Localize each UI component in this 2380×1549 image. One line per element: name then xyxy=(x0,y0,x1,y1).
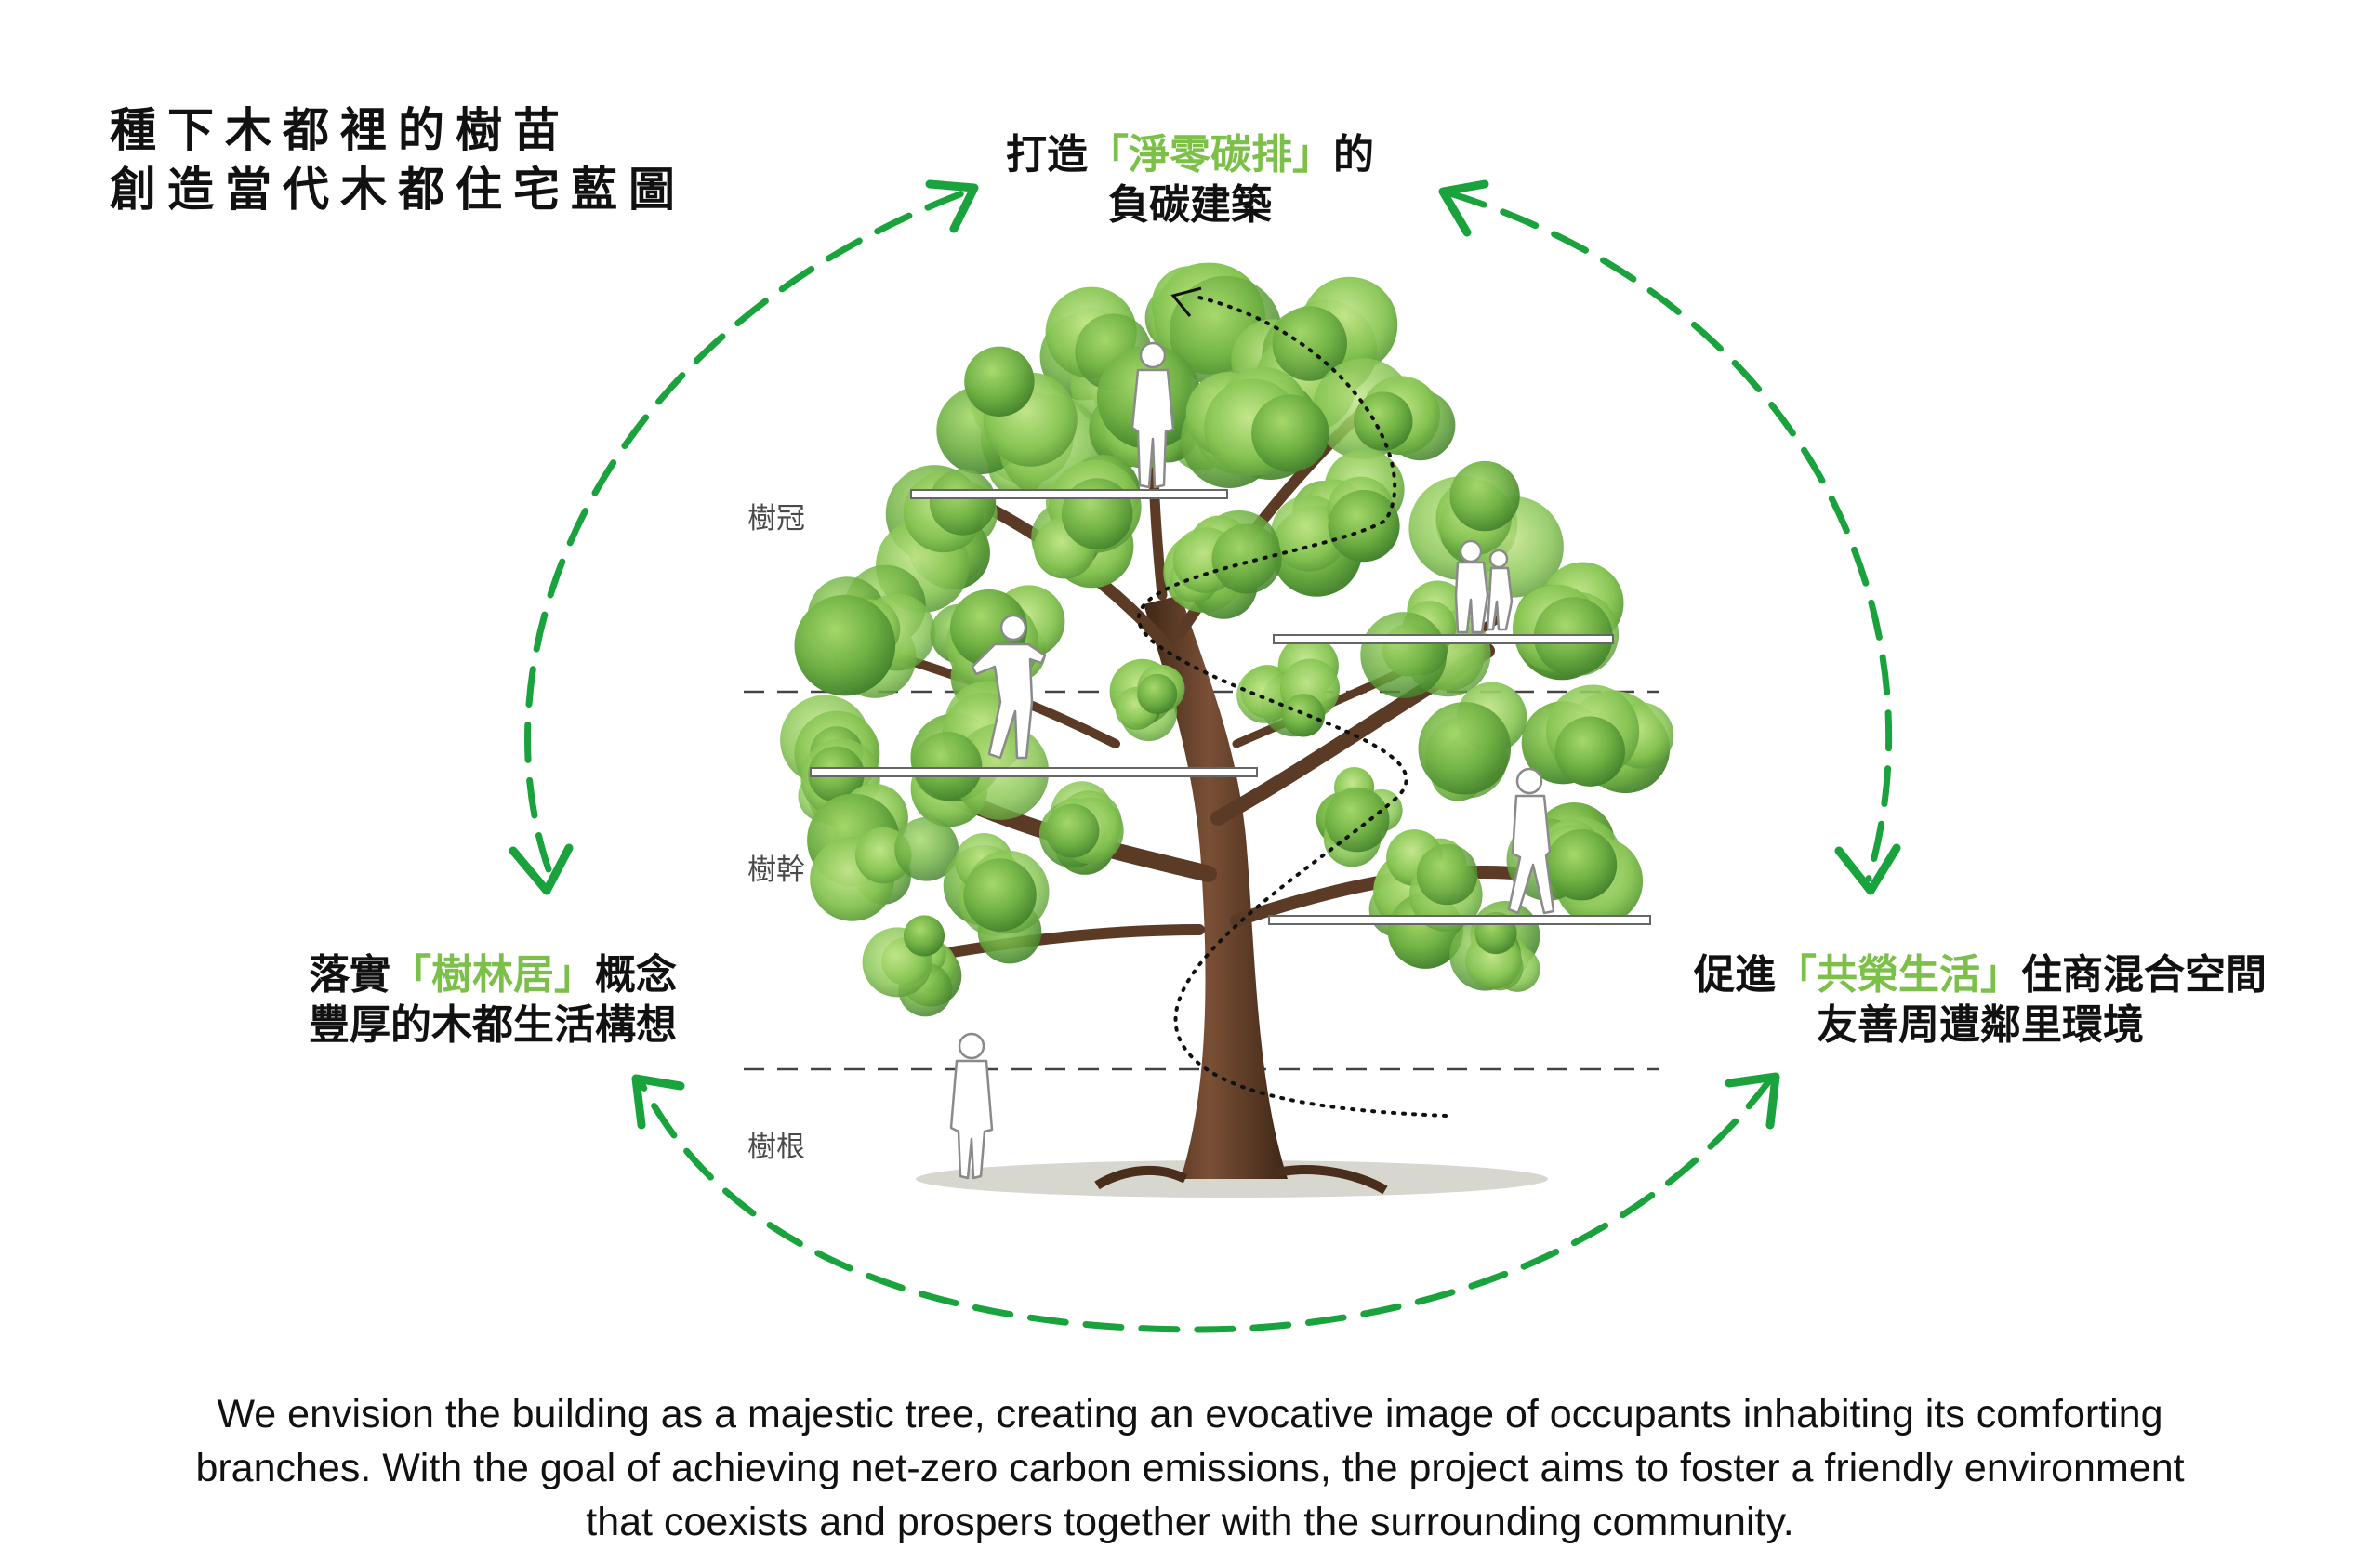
leaf-cluster xyxy=(1272,306,1348,381)
arrowhead-bottom-right xyxy=(1725,1072,1780,1130)
zone-label-trunk: 樹幹 xyxy=(747,854,805,887)
leaf-cluster xyxy=(1360,612,1448,698)
title-line-2: 創造當代木都住宅藍圖 xyxy=(110,163,686,217)
leaf-cluster xyxy=(1251,394,1329,472)
arrowhead-right xyxy=(1834,843,1901,895)
person-silhouette-icon xyxy=(971,614,1047,760)
person-silhouette-icon xyxy=(1130,341,1175,489)
diagram-caption: We envision the building as a majestic t… xyxy=(195,1392,2185,1544)
leaf-cluster xyxy=(913,732,983,801)
goal-forest-living-line1: 落實「樹林居」概念 xyxy=(309,951,677,999)
goal-net-zero-line1: 打造「淨零碳排」的 xyxy=(1006,131,1374,179)
cycle-arrowheads xyxy=(509,179,1901,1130)
zone-label-canopy: 樹冠 xyxy=(747,502,805,536)
platform-left-mid xyxy=(810,767,1258,777)
leaf-cluster xyxy=(1236,667,1293,723)
goal-shared-prosperity-line2: 友善周遭鄰里環境 xyxy=(1817,1001,2144,1049)
people-silhouettes xyxy=(949,341,1555,1180)
person-silhouette-icon xyxy=(1454,539,1514,634)
leaf-cluster xyxy=(1045,803,1100,858)
goal-highlight: 「共榮生活」 xyxy=(1776,951,2021,999)
leaf-cluster xyxy=(794,594,896,696)
arrowhead-top-left xyxy=(925,179,979,233)
goal-shared-prosperity: 促進「共榮生活」住商混合空間 友善周遭鄰里環境 xyxy=(1692,950,2268,1051)
leaf-cluster xyxy=(1449,460,1520,532)
leaf-cluster xyxy=(1281,694,1326,737)
leaf-cluster xyxy=(1061,478,1133,549)
arrowhead-left xyxy=(509,843,574,895)
leaf-cluster xyxy=(1554,716,1626,787)
leaf-cluster xyxy=(1137,673,1178,715)
goal-net-zero: 打造「淨零碳排」的 負碳建築 xyxy=(976,130,1404,231)
dotted-path-arrowhead xyxy=(1170,286,1202,317)
goal-highlight: 「樹林居」 xyxy=(390,951,595,999)
platform-right-upper xyxy=(1273,634,1614,644)
goal-highlight: 「淨零碳排」 xyxy=(1088,131,1333,179)
leaf-cluster xyxy=(1545,828,1618,901)
leaf-cluster xyxy=(1416,843,1478,906)
leaf-cluster xyxy=(929,469,997,536)
goal-forest-living: 落實「樹林居」概念 豐厚的木都生活構想 xyxy=(279,950,707,1051)
tree-platforms xyxy=(810,489,1651,925)
leaf-cluster xyxy=(1418,702,1512,795)
person-silhouette-icon xyxy=(949,1032,994,1180)
leaf-cluster xyxy=(963,858,1037,932)
leaf-cluster xyxy=(1324,787,1390,853)
leaf-cluster xyxy=(903,915,945,957)
cycle-arrows xyxy=(524,190,1893,1333)
person-silhouette-icon xyxy=(1507,767,1555,915)
arrow-right-to-bottom xyxy=(638,1075,1775,1333)
leaf-cluster xyxy=(964,346,1035,417)
platform-right-lower xyxy=(1268,915,1651,925)
arrow-top-to-right xyxy=(1447,190,1893,882)
leaf-cluster xyxy=(1211,523,1282,594)
title-line-1: 種下木都裡的樹苗 xyxy=(110,103,571,157)
goal-forest-living-line2: 豐厚的木都生活構想 xyxy=(309,1001,677,1049)
arrowhead-bottom-left xyxy=(631,1074,685,1130)
arrowhead-top-right xyxy=(1438,179,1489,237)
goal-net-zero-line2: 負碳建築 xyxy=(1108,181,1272,229)
leaf-cluster xyxy=(1328,490,1400,563)
platform-top xyxy=(910,489,1228,499)
leaf-cluster xyxy=(1354,391,1413,451)
leaf-cluster xyxy=(894,816,959,881)
diagram-title: 種下木都裡的樹苗 創造當代木都住宅藍圖 xyxy=(110,100,686,219)
goal-shared-prosperity-line1: 促進「共榮生活」住商混合空間 xyxy=(1694,951,2267,999)
zone-label-roots: 樹根 xyxy=(747,1131,805,1164)
